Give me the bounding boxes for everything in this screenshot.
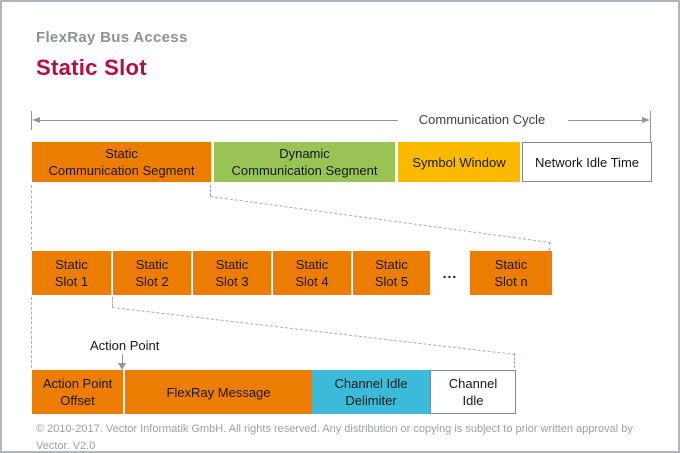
copyright-footer: © 2010-2017. Vector Informatik GmbH. All… [36,421,656,452]
action-point-arrow-line [122,354,123,364]
static-slot-3: Static Slot 3 [193,251,271,295]
detail-label: Channel Idle [334,376,408,391]
dashed-connector-diagonal-upper [209,196,551,244]
slot-label: Static [375,257,408,272]
copyright-line-2: Vector. V2.0 [36,439,96,452]
action-point-label: Action Point [90,338,160,353]
detail-label: Action Point [42,376,113,391]
detail-channel-idle-delimiter: Channel Idle Delimiter [312,370,430,414]
dimension-arrowhead-right-icon [642,117,650,123]
static-slot-1: Static Slot 1 [32,251,111,295]
slot-label: Slot 4 [295,274,329,289]
slot-label: Static [494,257,528,272]
segment-label: Dynamic [279,146,330,161]
communication-cycle-label: Communication Cycle [418,112,546,127]
segment-symbol-window: Symbol Window [398,142,520,182]
slot-label: Slot n [494,274,528,289]
slot-label: Static [295,257,329,272]
segment-network-idle-time: Network Idle Time [522,142,652,182]
dimension-arrowhead-left-icon [32,117,40,123]
dimension-tick-right [650,111,651,142]
dimension-line-right [568,120,643,121]
detail-label: Delimiter [345,393,397,408]
slot-label: Slot 2 [135,274,169,289]
detail-label: Offset [60,393,95,408]
slot-label: Slot 3 [215,274,249,289]
slot-label: Slot 1 [54,274,89,289]
dashed-connector-stub-lower-right [514,353,515,368]
segment-label: Symbol Window [412,154,506,170]
detail-label: Channel [448,376,498,391]
slot-label: Static [55,257,88,272]
segment-label: Communication Segment [48,163,195,178]
detail-flexray-message: FlexRay Message [125,370,312,414]
page-title: Static Slot [36,55,147,80]
slots-ellipsis: ... [442,265,458,281]
dashed-connector-diagonal-lower [111,307,516,356]
static-slot-n: Static Slot n [470,251,552,295]
segment-static-communication: Static Communication Segment [32,142,211,182]
slot-label: Slot 5 [374,274,409,289]
segment-label: Communication Segment [231,163,378,178]
segment-label: Static [105,146,138,161]
dashed-connector-stub-lower [112,297,113,307]
static-slot-5: Static Slot 5 [353,251,430,295]
segment-dynamic-communication: Dynamic Communication Segment [214,142,395,182]
page-subtitle: FlexRay Bus Access [36,29,188,46]
slot-label: Static [215,257,249,272]
copyright-line-1: © 2010-2017. Vector Informatik GmbH. All… [36,423,633,435]
static-slot-2: Static Slot 2 [113,251,191,295]
dashed-connector-stub-upper-right [549,242,550,251]
dashed-connector-left-upper [31,185,32,250]
dashed-connector-stub-upper [210,185,211,196]
static-slot-4: Static Slot 4 [273,251,351,295]
dimension-line-left [40,120,398,121]
segment-label: Network Idle Time [534,154,640,170]
detail-label: FlexRay Message [166,384,271,400]
slot-label: Static [135,257,169,272]
dashed-connector-left-lower [31,297,32,368]
dimension-tick-left [31,111,32,130]
detail-action-point-offset: Action Point Offset [32,370,123,414]
detail-label: Idle [462,393,484,408]
action-point-arrowhead-icon [118,363,126,370]
detail-channel-idle: Channel Idle [430,370,516,414]
